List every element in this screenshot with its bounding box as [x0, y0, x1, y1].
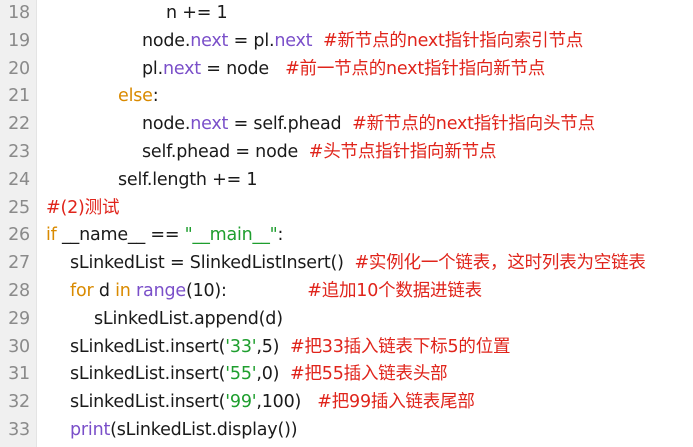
line-content: else:	[118, 83, 159, 111]
code-line[interactable]: 32 sLinkedList.insert('99',100) #把99插入链表尾…	[0, 389, 693, 417]
code-text: :	[152, 86, 159, 107]
code-text: ,5)	[256, 336, 291, 357]
code-text: (sLinkedList.display())	[110, 419, 298, 440]
line-number: 21	[8, 86, 30, 107]
line-number: 26	[8, 225, 30, 246]
code-text: = node	[200, 58, 286, 79]
line-number: 27	[8, 253, 30, 274]
line-number: 33	[8, 419, 30, 440]
line-number: 23	[8, 141, 30, 162]
line-number: 18	[8, 3, 30, 23]
comment-text: #实例化一个链表，这时列表为空链表	[354, 253, 646, 274]
comment-text: #把55插入链表头部	[290, 364, 448, 385]
code-line[interactable]: 21 else:	[0, 83, 693, 111]
line-content: sLinkedList = SlinkedListInsert() #实例化一个…	[70, 250, 646, 278]
line-number: 19	[8, 30, 30, 51]
code-line[interactable]: 27 sLinkedList = SlinkedListInsert() #实例化…	[0, 250, 693, 278]
comment-text: #头节点指针指向新节点	[308, 141, 497, 162]
code-line[interactable]: 25 #(2)测试	[0, 195, 693, 223]
code-line[interactable]: 30 sLinkedList.insert('33',5) #把33插入链表下标5…	[0, 334, 693, 362]
line-number: 30	[8, 336, 30, 357]
builtin-token: range	[136, 280, 186, 301]
line-content: node.next = self.phead #新节点的next指针指向头节点	[142, 111, 595, 139]
line-content: sLinkedList.append(d)	[94, 306, 283, 334]
code-line[interactable]: 31 sLinkedList.insert('55',0) #把55插入链表头部	[0, 361, 693, 389]
line-number: 24	[8, 169, 30, 190]
line-number: 28	[8, 280, 30, 301]
line-number: 20	[8, 58, 30, 79]
code-text: self.length += 1	[118, 169, 258, 190]
code-line[interactable]: 29 sLinkedList.append(d)	[0, 306, 693, 334]
line-content: n += 1	[166, 0, 228, 28]
code-text: sLinkedList.insert(	[70, 392, 226, 413]
line-number: 29	[8, 308, 30, 329]
line-content: self.phead = node #头节点指针指向新节点	[142, 139, 496, 167]
line-content: pl.next = node #前一节点的next指针指向新节点	[142, 56, 545, 84]
line-number-gutter	[0, 0, 37, 447]
code-text: ,100)	[256, 392, 318, 413]
code-text: ,0)	[256, 364, 291, 385]
line-number: 32	[8, 392, 30, 413]
code-line[interactable]: 24 self.length += 1	[0, 167, 693, 195]
line-number: 25	[8, 197, 30, 218]
builtin-token: next	[162, 58, 201, 79]
line-content: node.next = pl.next #新节点的next指针指向索引节点	[142, 28, 583, 56]
code-line[interactable]: 18 n += 1	[0, 0, 693, 28]
code-text: = pl.	[228, 30, 275, 51]
code-line[interactable]: 20 pl.next = node #前一节点的next指针指向新节点	[0, 56, 693, 84]
line-content: sLinkedList.insert('55',0) #把55插入链表头部	[70, 361, 448, 389]
keyword-token: for	[70, 280, 94, 301]
code-text: sLinkedList.append(d)	[94, 308, 283, 329]
comment-text: #(2)测试	[46, 197, 120, 218]
keyword-token: else	[118, 86, 153, 107]
code-text: sLinkedList.insert(	[70, 364, 226, 385]
line-number: 31	[8, 364, 30, 385]
code-text: :	[277, 225, 284, 246]
keyword-token: if	[46, 225, 57, 246]
builtin-token: next	[190, 114, 229, 135]
line-content: if __name__ == "__main__":	[46, 222, 283, 250]
code-text: n += 1	[166, 3, 228, 23]
line-number: 22	[8, 114, 30, 135]
line-content: print(sLinkedList.display())	[70, 417, 298, 445]
code-line[interactable]: 33 print(sLinkedList.display())	[0, 417, 693, 445]
builtin-token: next	[190, 30, 229, 51]
line-content: for d in range(10): #追加10个数据进链表	[70, 278, 482, 306]
code-line[interactable]: 28 for d in range(10): #追加10个数据进链表	[0, 278, 693, 306]
builtin-token: print	[70, 419, 111, 440]
line-content: #(2)测试	[46, 195, 119, 223]
code-line[interactable]: 23 self.phead = node #头节点指针指向新节点	[0, 139, 693, 167]
keyword-token: in	[115, 280, 131, 301]
comment-text: #把99插入链表尾部	[317, 392, 475, 413]
line-content: sLinkedList.insert('99',100) #把99插入链表尾部	[70, 389, 475, 417]
code-text: pl.	[142, 58, 163, 79]
code-text: sLinkedList = SlinkedListInsert()	[70, 253, 355, 274]
code-text: = self.phead	[228, 114, 353, 135]
string-literal: "__main__"	[184, 225, 278, 246]
comment-text: #新节点的next指针指向索引节点	[323, 30, 584, 51]
string-literal: '33'	[225, 336, 257, 357]
code-line[interactable]: 22 node.next = self.phead #新节点的next指针指向头节…	[0, 111, 693, 139]
code-text: d	[93, 280, 116, 301]
builtin-token: next	[274, 30, 313, 51]
code-text: node.	[142, 30, 191, 51]
string-literal: '99'	[225, 392, 257, 413]
string-literal: '55'	[225, 364, 257, 385]
code-text: __name__ ==	[56, 225, 185, 246]
code-text: self.phead = node	[142, 141, 309, 162]
line-content: sLinkedList.insert('33',5) #把33插入链表下标5的位…	[70, 334, 510, 362]
comment-text: #把33插入链表下标5的位置	[290, 336, 511, 357]
code-line[interactable]: 26 if __name__ == "__main__":	[0, 222, 693, 250]
comment-text: #前一节点的next指针指向新节点	[285, 58, 546, 79]
code-text: (10):	[185, 280, 308, 301]
code-text: sLinkedList.insert(	[70, 336, 226, 357]
line-content: self.length += 1	[118, 167, 258, 195]
code-text: node.	[142, 114, 191, 135]
code-text	[312, 31, 323, 51]
comment-text: #追加10个数据进链表	[307, 280, 482, 301]
comment-text: #新节点的next指针指向头节点	[352, 114, 595, 135]
